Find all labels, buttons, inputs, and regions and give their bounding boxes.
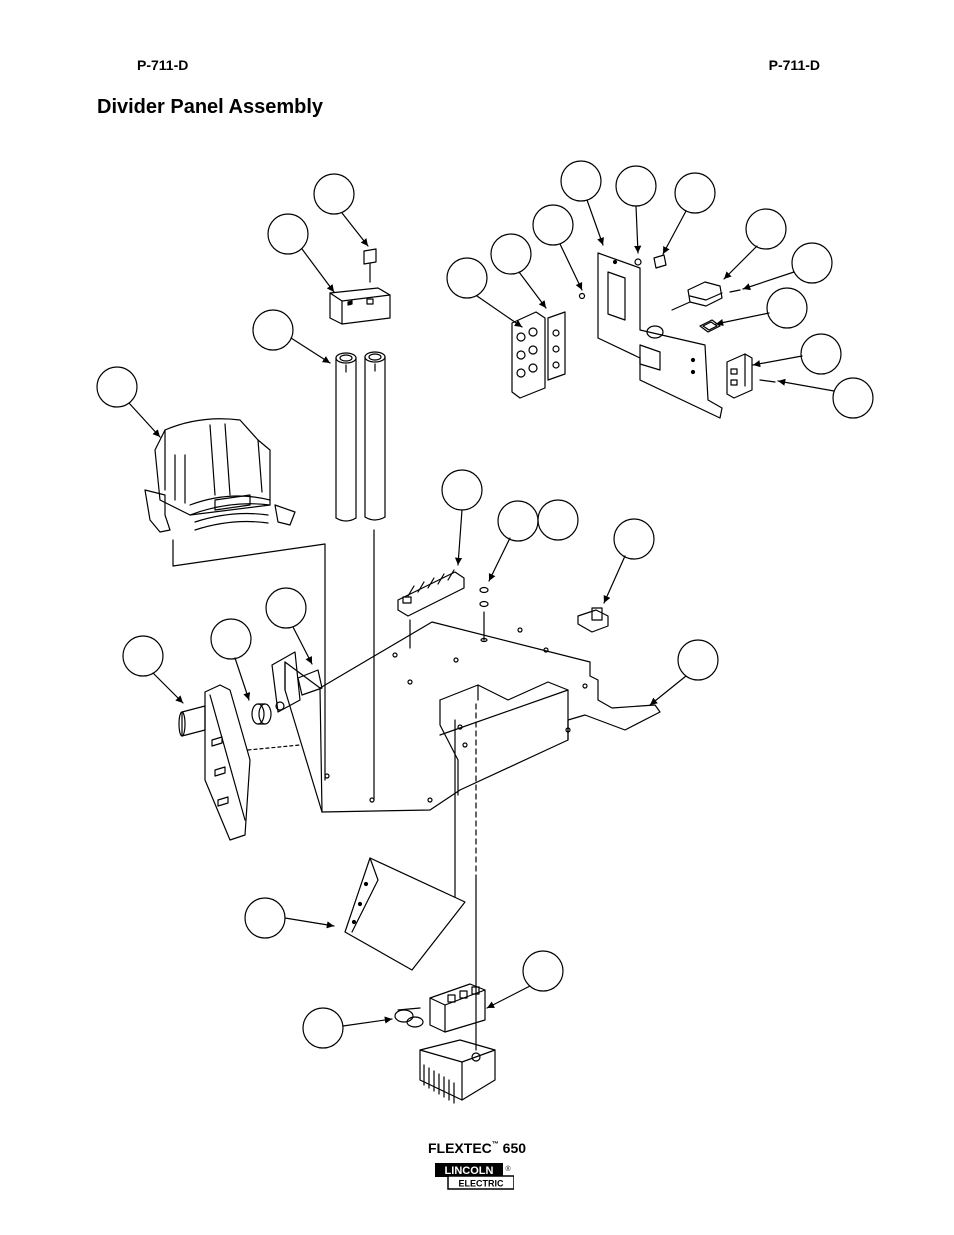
model-number: 650 xyxy=(502,1140,527,1156)
leader-line xyxy=(290,337,331,364)
model-name: FLEXTEC™ 650 xyxy=(0,1140,954,1156)
callout-balloon xyxy=(252,309,294,351)
callout-balloon xyxy=(446,257,488,299)
callout-balloon xyxy=(244,897,286,939)
pc-board xyxy=(178,684,301,841)
callout-balloon xyxy=(96,366,138,408)
callout-balloon xyxy=(532,204,574,246)
fuse-holder xyxy=(634,254,741,311)
bracket-clip xyxy=(577,607,609,633)
trademark-symbol: ™ xyxy=(491,1141,499,1148)
leader-lines xyxy=(128,199,835,1027)
model-name-text: FLEXTEC xyxy=(427,1140,492,1156)
leader-line xyxy=(292,626,313,665)
callout-balloon xyxy=(674,172,716,214)
leader-line xyxy=(603,555,626,604)
receptacle xyxy=(726,353,776,399)
leader-line xyxy=(634,205,642,254)
callout-balloon xyxy=(267,213,309,255)
rear-panel xyxy=(597,252,723,419)
leader-line xyxy=(662,210,687,255)
leader-line xyxy=(128,402,161,438)
callout-balloon xyxy=(745,208,787,250)
leader-line xyxy=(301,248,335,293)
callout-balloon xyxy=(766,287,808,329)
leader-line xyxy=(284,917,335,929)
rectifier-module xyxy=(429,983,486,1033)
callout-balloon xyxy=(613,518,655,560)
stud xyxy=(479,586,489,643)
callout-balloon xyxy=(560,160,602,202)
callout-balloon xyxy=(791,242,833,284)
logo-bottom-text: ELECTRIC xyxy=(459,1179,505,1189)
terminal-block-panel xyxy=(511,292,586,399)
clamp-bracket xyxy=(329,248,391,325)
leader-line xyxy=(341,212,369,247)
leader-line xyxy=(152,672,184,704)
callout-balloon xyxy=(800,333,842,375)
bushing xyxy=(251,703,272,725)
leader-line xyxy=(518,271,547,309)
ground-lead xyxy=(172,539,326,781)
page-title: Divider Panel Assembly xyxy=(97,96,324,118)
shield-plate xyxy=(344,857,466,971)
switch xyxy=(699,319,721,333)
leader-line xyxy=(777,378,835,392)
terminal-strip xyxy=(397,569,465,649)
lincoln-electric-logo: LINCOLN ELECTRIC ® xyxy=(435,1163,514,1190)
leader-line xyxy=(234,657,251,701)
leader-line xyxy=(486,985,531,1009)
callout-balloon xyxy=(537,499,579,541)
leader-line xyxy=(742,271,795,291)
leader-line xyxy=(342,1016,393,1027)
logo-top-text: LINCOLN xyxy=(445,1165,494,1177)
leader-line xyxy=(586,199,604,246)
leader-line xyxy=(649,675,687,706)
thermal-pads xyxy=(394,1007,424,1028)
callout-balloon xyxy=(490,233,532,275)
callout-balloon xyxy=(265,587,307,629)
part-number-left: P-711-D xyxy=(137,57,189,73)
tubes xyxy=(335,351,386,522)
callout-balloon xyxy=(677,639,719,681)
leader-line xyxy=(723,245,758,280)
callout-balloon xyxy=(832,377,874,419)
callout-balloon xyxy=(522,950,564,992)
leader-line xyxy=(752,355,803,368)
leader-line xyxy=(559,243,583,291)
callout-balloon xyxy=(302,1007,344,1049)
registered-mark: ® xyxy=(505,1165,511,1173)
callout-balloons xyxy=(96,160,874,1049)
callout-balloon xyxy=(210,618,252,660)
base-plate xyxy=(284,621,661,813)
leader-line xyxy=(476,295,523,328)
leader-line xyxy=(454,509,463,566)
side-bracket xyxy=(271,651,323,713)
heat-sink xyxy=(419,1039,496,1104)
leader-line xyxy=(715,312,770,327)
callout-balloon xyxy=(441,469,483,511)
transformer xyxy=(144,418,296,533)
callout-balloon xyxy=(615,165,657,207)
callout-balloon xyxy=(497,500,539,542)
callout-balloon xyxy=(313,173,355,215)
part-number-right: P-711-D xyxy=(768,57,820,73)
callout-balloon xyxy=(122,635,164,677)
leader-line xyxy=(488,537,511,582)
